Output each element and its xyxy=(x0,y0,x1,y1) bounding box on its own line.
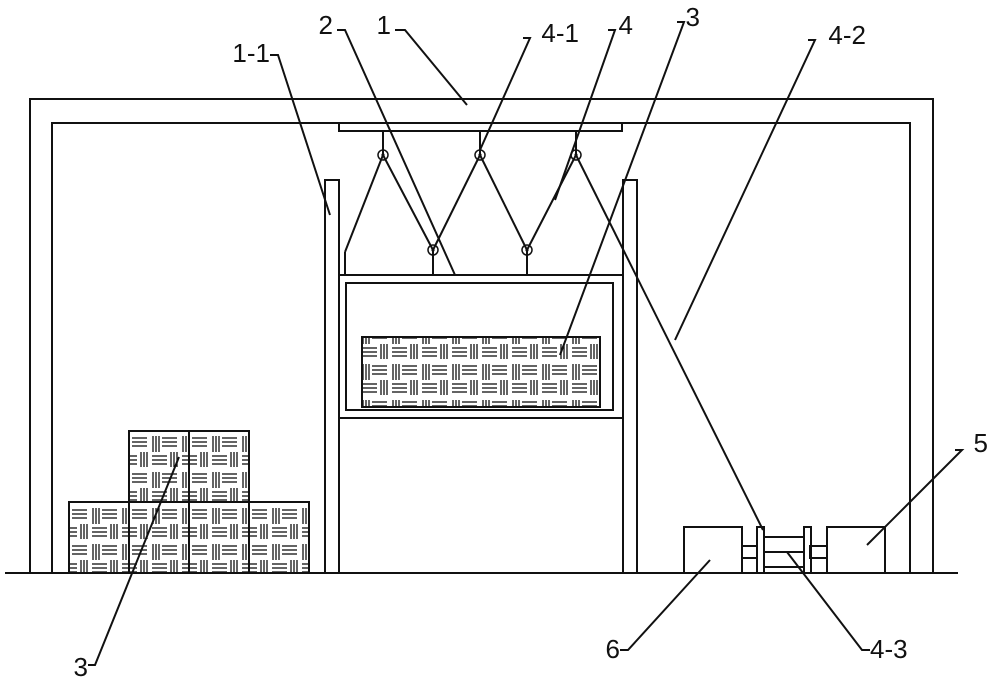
label-pulley: 4-1 xyxy=(541,18,579,48)
right-column xyxy=(622,179,638,574)
stacked-cargo xyxy=(68,430,310,574)
label-hanger: 2 xyxy=(319,10,333,40)
hanging-cargo xyxy=(361,336,601,408)
hoist-rope xyxy=(575,154,764,531)
label-unit-right: 5 xyxy=(974,428,988,458)
label-frame: 1 xyxy=(377,10,391,40)
left-column xyxy=(324,179,340,574)
pulley-icon xyxy=(521,244,533,256)
label-winch: 4-3 xyxy=(870,634,908,664)
winch-drum xyxy=(741,526,828,574)
drive-unit-right xyxy=(826,526,886,574)
label-column: 1-1 xyxy=(232,38,270,68)
label-cargo-left: 3 xyxy=(74,652,88,682)
pulley-icon xyxy=(377,149,389,161)
scissor-linkage xyxy=(344,132,577,275)
drive-unit-left xyxy=(683,526,743,574)
leader-lines xyxy=(88,21,965,666)
label-unit-left: 6 xyxy=(606,634,620,664)
top-rail xyxy=(338,122,623,132)
pulley-icon xyxy=(427,244,439,256)
label-rope: 4-2 xyxy=(828,20,866,50)
label-cargo-top: 3 xyxy=(686,2,700,32)
label-linkage: 4 xyxy=(619,10,633,40)
hanger-frame xyxy=(339,274,623,419)
